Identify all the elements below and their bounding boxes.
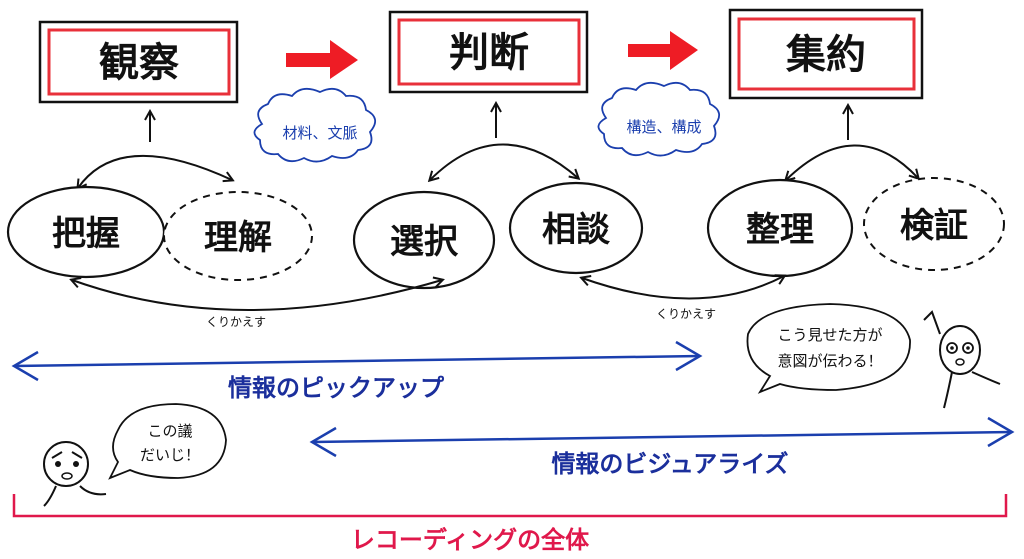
repeat-label-2: くりかえす — [656, 307, 716, 321]
bubble-label-verify: 検証 — [900, 206, 968, 246]
arc-pair-3 — [786, 144, 918, 180]
span-pickup: 情報のピックアップ — [11, 340, 703, 402]
speech-right-line-2: 意図が伝わる！ — [777, 352, 882, 370]
stage-box-judge: 判断 — [388, 10, 589, 94]
span-visualize-label: 情報のビジュアライズ — [551, 450, 788, 478]
cloud-label-structure: 構造、構成 — [626, 118, 701, 136]
red-arrow-2 — [628, 31, 698, 70]
bubble-label-organize: 整理 — [746, 210, 814, 250]
speech-bubble-right: こう見せた方が 意図が伝わる！ — [746, 303, 911, 394]
bubble-label-understand: 理解 — [204, 218, 272, 258]
character-left — [43, 441, 107, 507]
cloud-structure: 構造、構成 — [597, 81, 720, 157]
bubble-consult: 相談 — [508, 181, 644, 275]
stage-box-observe: 観察 — [38, 20, 239, 104]
bracket-whole: レコーディングの全体 — [12, 494, 1008, 554]
red-arrow-1 — [286, 40, 358, 79]
bubble-grasp: 把握 — [6, 185, 166, 279]
bubble-select: 選択 — [352, 190, 496, 290]
speech-bubble-left: この議 だいじ！ — [108, 403, 227, 480]
bubble-verify: 検証 — [863, 177, 1005, 271]
bubble-label-consult: 相談 — [542, 210, 611, 250]
speech-left-line-2: だいじ！ — [140, 446, 200, 464]
bracket-whole-label: レコーディングの全体 — [351, 526, 590, 554]
speech-right-line-1: こう見せた方が — [777, 326, 882, 344]
bubble-understand: 理解 — [163, 191, 313, 281]
stage-label-observe: 観察 — [99, 40, 179, 86]
span-pickup-label: 情報のピックアップ — [228, 374, 445, 402]
bubble-organize: 整理 — [706, 178, 854, 278]
stage-label-judge: 判断 — [449, 30, 529, 76]
speech-left-line-1: この議 — [147, 422, 192, 440]
cloud-materials: 材料、文脈 — [253, 87, 376, 163]
character-right — [923, 310, 1001, 409]
bubble-label-grasp: 把握 — [52, 214, 120, 254]
repeat-arc-2 — [582, 276, 784, 300]
cloud-label-materials: 材料、文脈 — [282, 124, 357, 142]
span-visualize: 情報のビジュアライズ — [309, 416, 1015, 478]
arc-pair-1 — [78, 155, 232, 188]
arc-pair-2 — [430, 143, 578, 180]
stage-label-aggregate: 集約 — [785, 32, 866, 78]
stage-box-aggregate: 集約 — [728, 8, 924, 100]
repeat-label-1: くりかえす — [206, 315, 266, 329]
bubble-label-select: 選択 — [390, 222, 459, 262]
repeat-arc-1 — [72, 280, 442, 311]
